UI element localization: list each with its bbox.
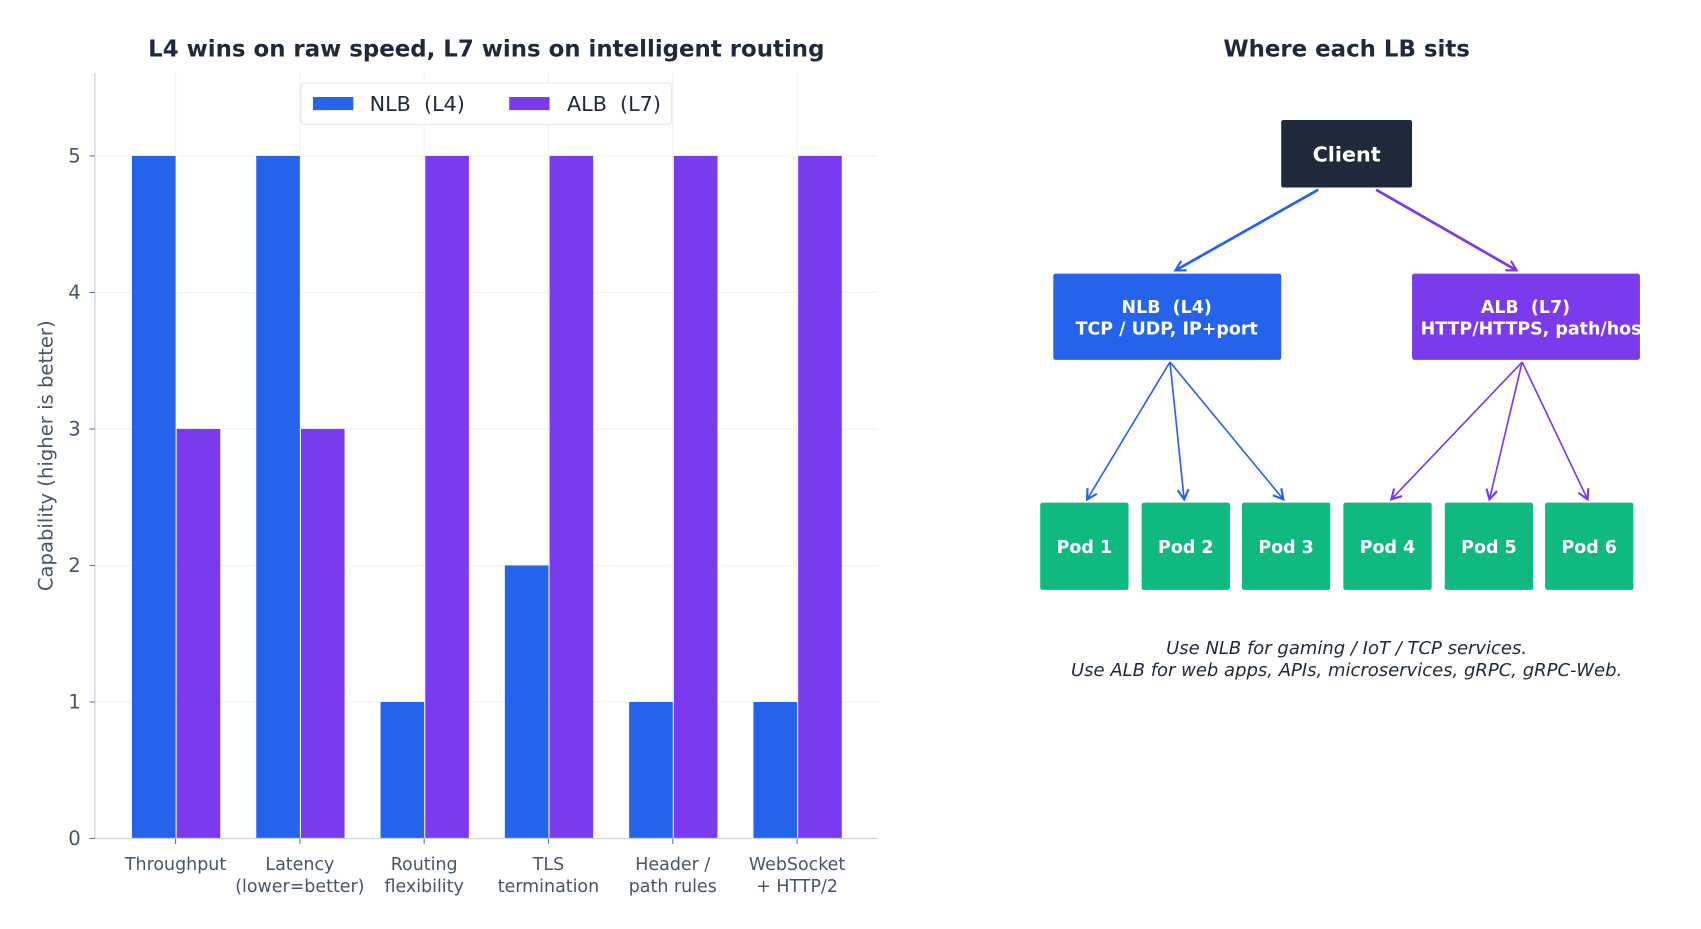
legend-frame <box>300 82 673 125</box>
arrow-alb-pod4 <box>1391 361 1523 499</box>
alb-label: ALB (L7) <box>1481 298 1570 318</box>
diagram-title: Where each LB sits <box>1223 37 1470 63</box>
pod-label: Pod 1 <box>1057 538 1112 558</box>
pod-box <box>1444 502 1534 590</box>
pod-label: Pod 6 <box>1562 538 1617 558</box>
nlb-node: NLB (L4) TCP / UDP, IP+port <box>1053 273 1282 360</box>
pod-node-5: Pod 5 <box>1444 502 1534 590</box>
bar-alb-5 <box>673 155 718 839</box>
alb-node: ALB (L7) HTTP/HTTPS, path/host <box>1412 273 1650 360</box>
client-node: Client <box>1281 119 1413 188</box>
caption-line-1: Use NLB for gaming / IoT / TCP services. <box>1166 638 1527 659</box>
bar-nlb-6 <box>753 701 798 839</box>
pod-label: Pod 5 <box>1461 538 1516 558</box>
architecture-diagram: Where each LB sits Client NLB (L4) TCP /… <box>1040 37 1650 681</box>
pod-box <box>1040 502 1129 590</box>
bar-nlb-3 <box>380 701 425 839</box>
pod-node-1: Pod 1 <box>1040 502 1129 590</box>
client-label: Client <box>1313 142 1381 166</box>
x-tick-label: Header / <box>635 855 710 875</box>
pod-box <box>1343 502 1432 590</box>
y-tick-label: 1 <box>68 691 80 714</box>
y-tick-label: 3 <box>68 417 80 440</box>
pod-box <box>1241 502 1331 590</box>
arrow-nlb-pod3 <box>1169 361 1283 499</box>
arrow-nlb-pod2 <box>1169 361 1184 499</box>
y-tick-label: 4 <box>68 281 80 304</box>
bar-alb-1 <box>176 428 221 839</box>
bar-alb-6 <box>798 155 842 839</box>
legend-label-alb: ALB (L7) <box>567 92 661 116</box>
arrow-client-nlb <box>1175 188 1319 272</box>
x-tick-label: Routing <box>391 855 458 875</box>
legend-label-nlb: NLB (L4) <box>370 92 465 116</box>
x-tick-label: flexibility <box>384 877 463 897</box>
legend-swatch-alb <box>509 97 550 111</box>
arrow-alb-pod5 <box>1489 361 1523 499</box>
pod-box <box>1545 502 1634 590</box>
x-tick-label: WebSocket <box>749 855 846 875</box>
x-tick-label: termination <box>498 877 599 897</box>
y-tick-label: 5 <box>68 144 80 167</box>
y-ticks: 0 1 2 3 4 5 <box>68 144 95 850</box>
pod-box <box>1141 502 1230 590</box>
bar-nlb-1 <box>131 155 176 839</box>
arrow-client-alb <box>1375 188 1517 272</box>
x-tick-label: TLS <box>532 855 564 875</box>
x-tick-label: + HTTP/2 <box>756 877 838 897</box>
pod-label: Pod 3 <box>1258 538 1313 558</box>
bar-nlb-4 <box>504 565 549 839</box>
y-axis-label: Capability (higher is better) <box>34 320 57 591</box>
chart-title: L4 wins on raw speed, L7 wins on intelli… <box>148 37 824 63</box>
y-tick-label: 0 <box>68 827 80 850</box>
x-ticks: Throughput Latency(lower=better) Routingfl… <box>124 838 846 897</box>
arrow-nlb-pod1 <box>1087 361 1171 499</box>
pod-node-6: Pod 6 <box>1545 502 1634 590</box>
alb-sublabel: HTTP/HTTPS, path/host <box>1421 320 1650 340</box>
nlb-sublabel: TCP / UDP, IP+port <box>1076 320 1258 340</box>
pod-label: Pod 2 <box>1158 538 1213 558</box>
bar-alb-3 <box>425 155 469 839</box>
arrow-alb-pod6 <box>1521 361 1587 499</box>
bar-alb-2 <box>300 428 345 839</box>
bar-nlb-5 <box>629 701 673 839</box>
bar-chart: L4 wins on raw speed, L7 wins on intelli… <box>34 37 878 897</box>
pod-node-3: Pod 3 <box>1241 502 1331 590</box>
legend-swatch-nlb <box>312 97 354 111</box>
bars <box>131 155 842 839</box>
legend: NLB (L4) ALB (L7) <box>300 82 673 125</box>
pods: Pod 1 Pod 2 Pod 3 Pod 4 Pod 5 Pod 6 <box>1040 502 1634 590</box>
x-tick-label: Throughput <box>124 855 226 875</box>
y-tick-label: 2 <box>68 554 80 577</box>
nlb-label: NLB (L4) <box>1122 298 1212 318</box>
pod-label: Pod 4 <box>1360 538 1415 558</box>
bar-alb-4 <box>549 155 594 839</box>
pod-node-4: Pod 4 <box>1343 502 1432 590</box>
pod-node-2: Pod 2 <box>1141 502 1230 590</box>
x-tick-label: path rules <box>629 877 717 897</box>
bar-nlb-2 <box>256 155 300 839</box>
x-tick-label: (lower=better) <box>235 877 364 897</box>
x-tick-label: Latency <box>265 855 334 875</box>
caption-line-2: Use ALB for web apps, APIs, microservice… <box>1071 660 1622 681</box>
